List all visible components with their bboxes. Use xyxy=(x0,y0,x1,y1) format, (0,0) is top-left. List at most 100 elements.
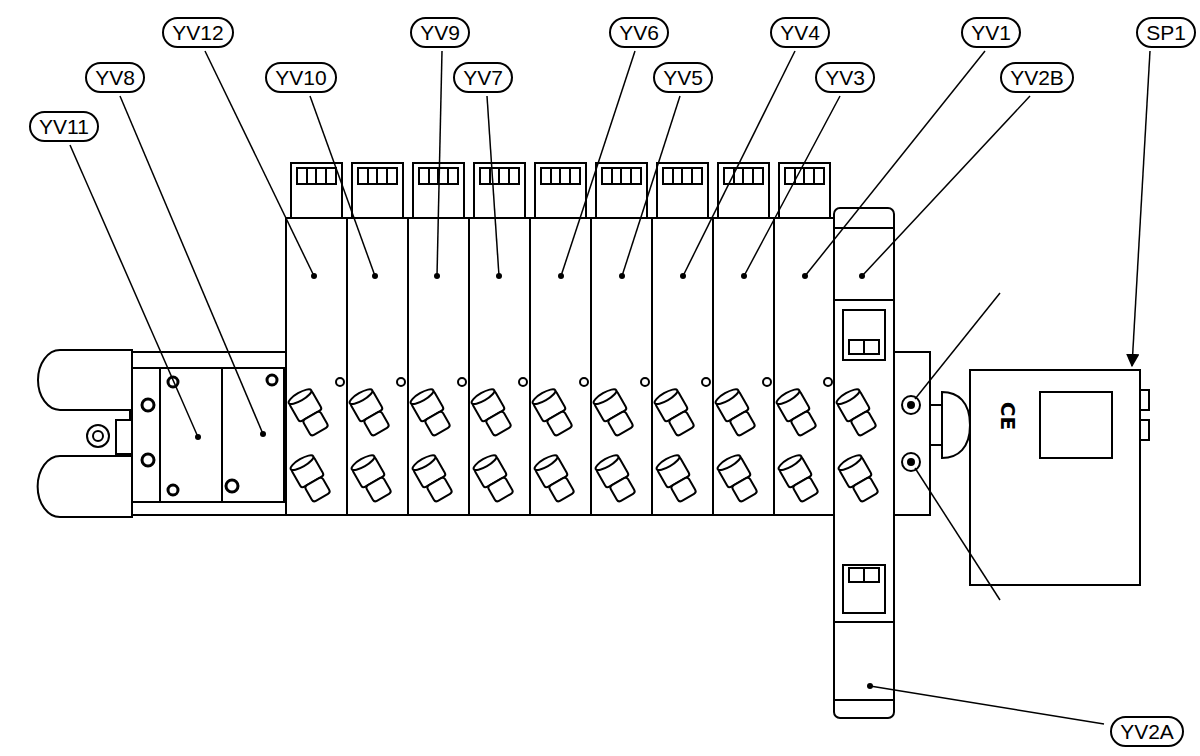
callout-number: YV2B xyxy=(1010,67,1064,88)
solenoid-valve xyxy=(774,163,835,515)
body-line xyxy=(834,299,894,301)
leader-lines xyxy=(70,51,1150,724)
fitting-port xyxy=(93,431,103,441)
solenoid-valve xyxy=(652,163,713,515)
leader-line xyxy=(915,293,1000,399)
switch-button xyxy=(1140,390,1149,410)
screw xyxy=(142,399,154,411)
connector xyxy=(843,565,885,613)
solenoid-valve xyxy=(469,163,530,515)
callout-bubble: YV1 xyxy=(961,17,1021,48)
callout-bubble: YV5 xyxy=(653,62,713,93)
leader-dot xyxy=(619,273,625,279)
callout-number: YV10 xyxy=(275,67,326,88)
leader-line xyxy=(862,96,1030,276)
leader-dot xyxy=(867,683,873,689)
display-window xyxy=(1040,392,1112,458)
callout-bubble: YV3 xyxy=(815,62,875,93)
callout-bubble: YV2B xyxy=(1000,62,1074,93)
solenoid-valve xyxy=(591,163,652,515)
end-cap xyxy=(38,350,132,410)
callout-bubble: YV7 xyxy=(453,62,513,93)
leader-dot xyxy=(741,273,747,279)
double-solenoid-valve xyxy=(834,208,894,718)
leader-line xyxy=(487,96,499,276)
callout-number: YV8 xyxy=(95,67,135,88)
callout-number: YV4 xyxy=(780,22,820,43)
callout-number: YV6 xyxy=(619,22,659,43)
callout-number: SP1 xyxy=(1146,22,1186,43)
body-line xyxy=(834,699,894,701)
callout-bubble: YV12 xyxy=(162,17,234,48)
leader-dot xyxy=(680,273,686,279)
body-line xyxy=(863,340,865,354)
body-line xyxy=(863,568,865,582)
leader-line xyxy=(870,686,1104,724)
leader-dot xyxy=(434,273,440,279)
leader-line xyxy=(805,51,985,276)
leader-line xyxy=(437,51,442,276)
port xyxy=(902,453,920,471)
body-line xyxy=(834,621,894,623)
callout-bubble: YV11 xyxy=(29,111,99,142)
blank-plate xyxy=(132,368,288,502)
leader-dots xyxy=(195,273,873,689)
screw xyxy=(142,454,154,466)
callout-number: YV12 xyxy=(172,22,223,43)
callout-number: YV1 xyxy=(971,22,1011,43)
screw xyxy=(226,480,238,492)
leader-line xyxy=(744,96,840,276)
leader-dot xyxy=(802,273,808,279)
callout-bubble: YV10 xyxy=(265,62,337,93)
leader-line xyxy=(561,51,635,276)
port xyxy=(907,458,915,466)
leader-dot xyxy=(260,431,266,437)
callout-bubble: SP1 xyxy=(1136,17,1196,48)
solenoid-valve xyxy=(286,163,347,515)
leader-dot xyxy=(558,273,564,279)
certification-mark: CE xyxy=(998,402,1018,430)
callout-number: YV5 xyxy=(663,67,703,88)
callout-number: YV11 xyxy=(39,116,89,137)
port xyxy=(902,396,920,414)
connector xyxy=(849,568,879,582)
switch-button xyxy=(1140,420,1149,440)
leader-dot xyxy=(195,434,201,440)
callout-bubble: YV6 xyxy=(609,17,669,48)
callout-bubble: YV4 xyxy=(770,17,830,48)
leader-dot xyxy=(496,273,502,279)
leader-line xyxy=(622,96,680,276)
connector xyxy=(843,310,885,360)
elbow-fitting xyxy=(837,453,882,504)
switch-neck xyxy=(930,405,942,445)
switch-flange xyxy=(942,392,970,458)
solenoid-valve xyxy=(347,163,408,515)
leader-line xyxy=(310,96,375,276)
callout-number: YV9 xyxy=(420,22,460,43)
connector xyxy=(849,340,879,354)
leader-dot xyxy=(859,273,865,279)
leader-line xyxy=(120,96,263,434)
leader-dot xyxy=(372,273,378,279)
end-plate xyxy=(894,352,930,515)
valve-block xyxy=(160,368,222,502)
leader-dot xyxy=(311,273,317,279)
leader-arrow xyxy=(1132,51,1150,366)
fitting-port xyxy=(116,420,132,454)
callout-bubble: YV8 xyxy=(85,62,145,93)
port xyxy=(907,401,915,409)
screw xyxy=(168,485,178,495)
callout-bubble: YV2A xyxy=(1110,716,1184,747)
fitting-port xyxy=(87,425,109,447)
callout-number: YV7 xyxy=(463,67,503,88)
valve-block xyxy=(222,368,284,502)
callout-bubble: YV9 xyxy=(410,17,470,48)
callout-number: YV2A xyxy=(1120,721,1174,742)
end-cap xyxy=(38,456,132,517)
solenoid-valve xyxy=(530,163,591,515)
callout-number: YV3 xyxy=(825,67,865,88)
pressure-switch xyxy=(970,370,1140,585)
elbow-fitting xyxy=(835,387,880,438)
